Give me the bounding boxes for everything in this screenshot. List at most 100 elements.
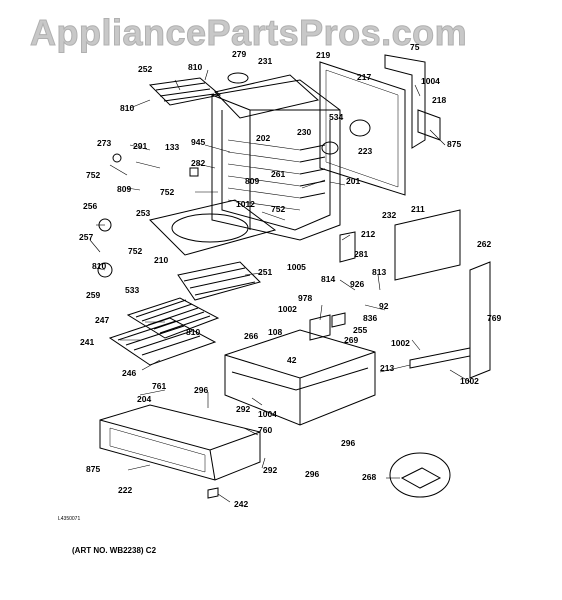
broil-element (148, 77, 222, 106)
callout-label: 292 (236, 404, 251, 414)
callout-label: 231 (258, 56, 273, 66)
callout-label: 242 (234, 499, 249, 509)
callout-label: 92 (379, 301, 389, 311)
figure-code: L4350071 (58, 516, 81, 522)
callout-label: 223 (358, 146, 373, 156)
callout-label: 42 (287, 355, 297, 365)
callout-label: 533 (125, 285, 140, 295)
watermark-text: AppliancePartsPros.com (29, 12, 468, 54)
part-255 (331, 312, 346, 328)
bracket-42 (309, 314, 331, 341)
callout-label: 257 (79, 232, 94, 242)
callout-label: 213 (380, 363, 395, 373)
callout-label: 769 (487, 313, 502, 323)
part-282 (189, 167, 199, 177)
callout-label: 273 (97, 138, 112, 148)
callout-label: 836 (363, 313, 378, 323)
bake-element (177, 261, 261, 301)
callout-label: 279 (232, 49, 247, 59)
callout-label: 269 (344, 335, 359, 345)
callout-label: 108 (268, 327, 283, 337)
callout-label: 978 (298, 293, 313, 303)
part-273 (112, 153, 122, 163)
oven-rack-upper (126, 297, 220, 339)
top-panel (214, 74, 320, 119)
callout-label: 810 (92, 261, 107, 271)
callout-label: 202 (256, 133, 271, 143)
callout-label: 212 (361, 229, 376, 239)
side-panel (469, 261, 491, 379)
callout-label: 253 (136, 208, 151, 218)
callout-label: 232 (382, 210, 397, 220)
callout-label: 282 (191, 158, 206, 168)
callout-label: 246 (122, 368, 137, 378)
callout-label: 241 (80, 337, 95, 347)
callout-label: 75 (410, 42, 420, 52)
callout-label: 814 (321, 274, 336, 284)
callout-label: 752 (86, 170, 101, 180)
callout-label: 210 (154, 255, 169, 265)
callout-label: 760 (258, 425, 273, 435)
foot-242 (207, 487, 219, 499)
rail-213 (409, 347, 471, 369)
art-number-note: (ART NO. WB2238) C2 (72, 546, 157, 555)
callout-label: 875 (86, 464, 101, 474)
callout-label: 752 (271, 204, 286, 214)
switch-inset (389, 452, 451, 498)
callout-label: 211 (411, 204, 425, 214)
bake-panel (149, 199, 277, 256)
oven-body (211, 79, 341, 241)
callout-label: 204 (137, 394, 152, 404)
callout-label: 1004 (258, 409, 277, 419)
knob-259 (97, 262, 113, 278)
callout-label: 217 (357, 72, 372, 82)
callout-label: 247 (95, 315, 110, 325)
callout-label: 252 (138, 64, 153, 74)
callout-label: 534 (329, 112, 344, 122)
callout-label: 1004 (421, 76, 440, 86)
callout-label: 268 (362, 472, 377, 482)
callout-label: 1002 (278, 304, 297, 314)
callout-label: 219 (316, 50, 331, 60)
callout-label: 262 (477, 239, 492, 249)
drawer-support-frame (224, 329, 376, 426)
callout-label: 752 (160, 187, 175, 197)
back-bracket (384, 54, 426, 149)
callout-label: 259 (86, 290, 101, 300)
callout-label: 1002 (460, 376, 479, 386)
callout-label: 291 (133, 141, 148, 151)
callout-label: 926 (350, 279, 365, 289)
callout-label: 1012 (236, 199, 255, 209)
callout-label: 266 (244, 331, 259, 341)
callout-label: 1002 (391, 338, 410, 348)
panel-211 (394, 209, 461, 281)
callout-label: 945 (191, 137, 206, 147)
callout-label: 810 (186, 327, 201, 337)
callout-label: 752 (128, 246, 143, 256)
callout-label: 281 (354, 249, 369, 259)
small-part-279 (227, 72, 249, 84)
callout-label: 218 (432, 95, 447, 105)
callout-label: 261 (271, 169, 286, 179)
callout-label: 222 (118, 485, 133, 495)
storage-drawer (99, 404, 261, 481)
callout-label: 809 (245, 176, 260, 186)
oven-rack-lower (108, 317, 217, 366)
callout-label: 810 (188, 62, 203, 72)
callout-label: 296 (305, 469, 320, 479)
callout-label: 292 (263, 465, 278, 475)
callout-label: 255 (353, 325, 368, 335)
bracket-281 (339, 231, 356, 263)
callout-label: 296 (341, 438, 356, 448)
callout-label: 810 (120, 103, 135, 113)
callout-label: 201 (346, 176, 361, 186)
callout-label: 761 (152, 381, 167, 391)
callout-label: 875 (447, 139, 462, 149)
leader-lines (89, 69, 471, 503)
callout-label: 1005 (287, 262, 306, 272)
callout-label: 230 (297, 127, 312, 137)
callout-label: 133 (165, 142, 180, 152)
callout-label: 296 (194, 385, 209, 395)
